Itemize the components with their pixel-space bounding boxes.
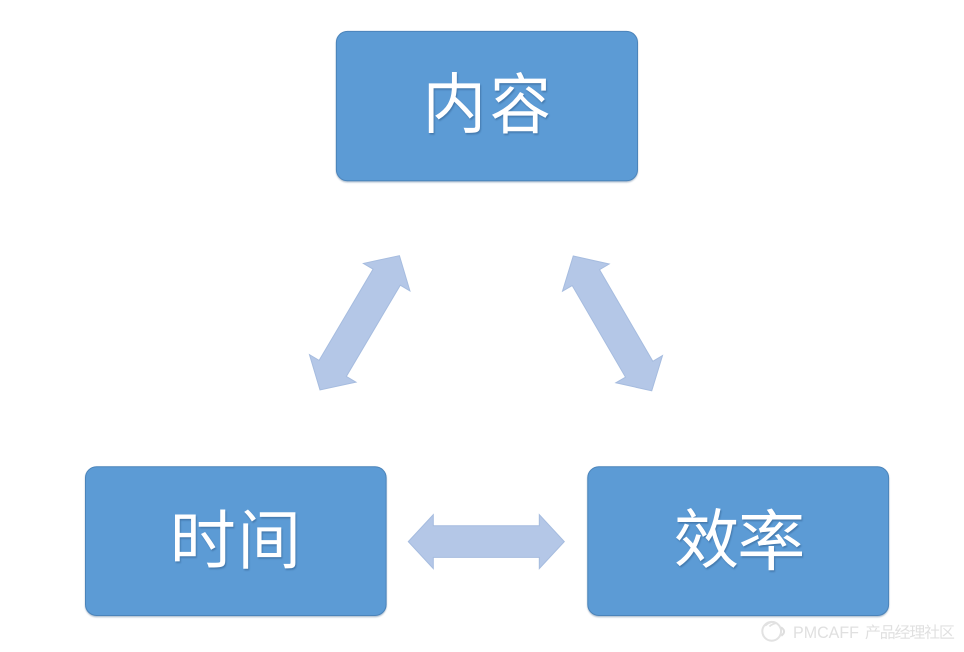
svg-text:PMCAFF: PMCAFF: [793, 624, 859, 642]
